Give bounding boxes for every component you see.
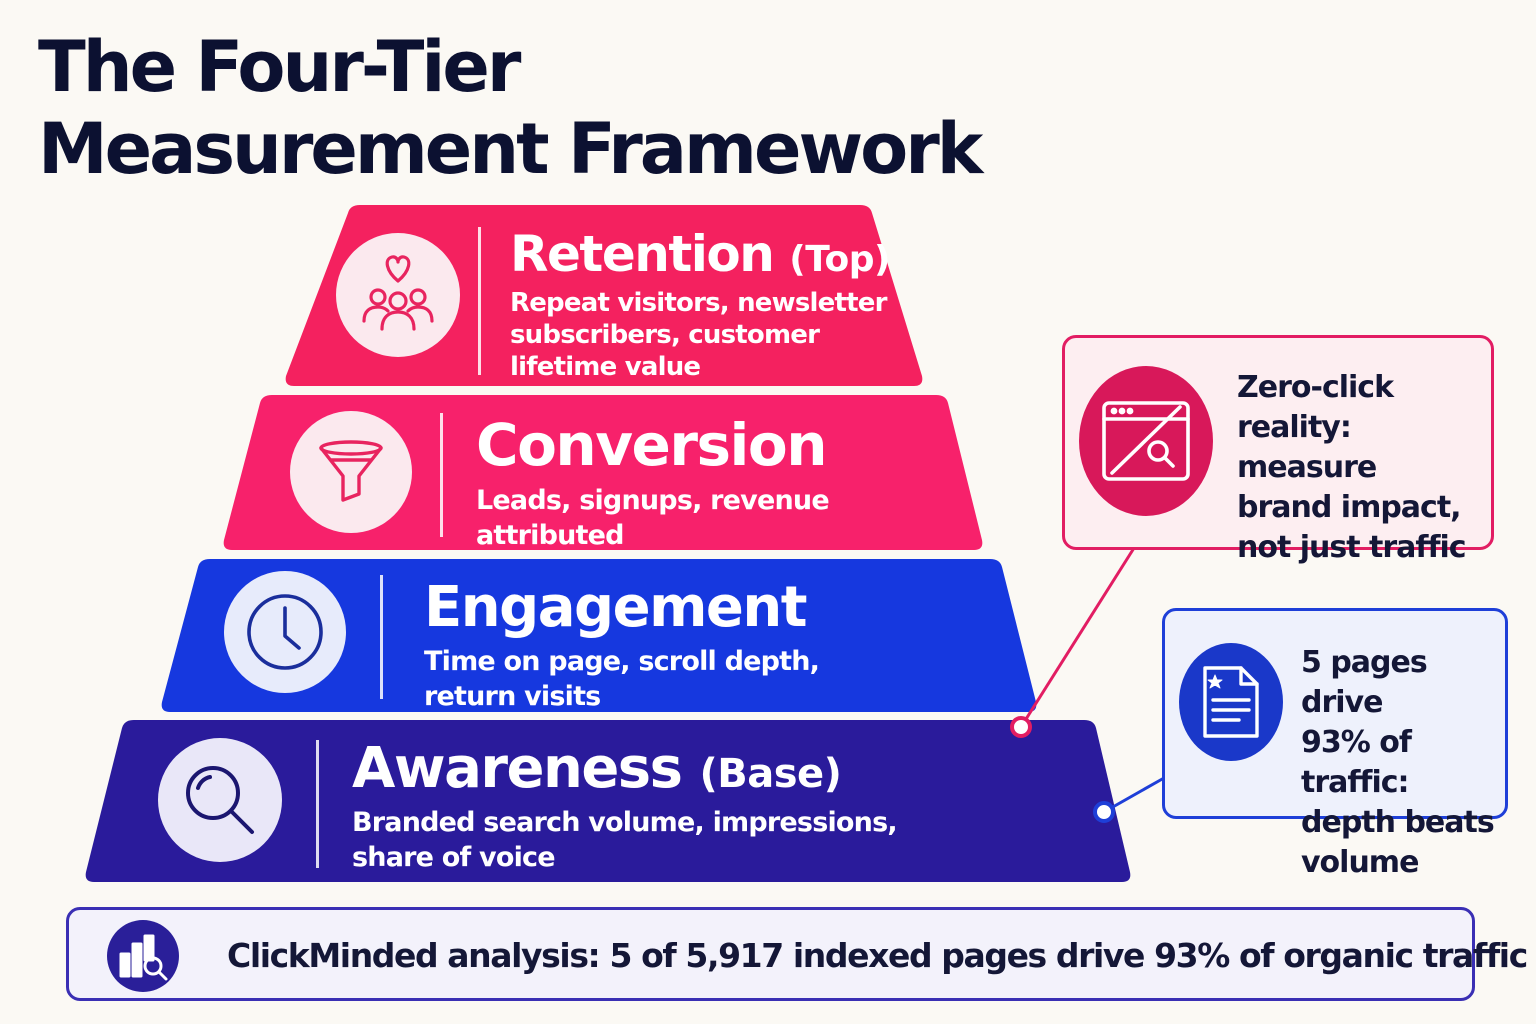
zero-click-line: brand impact, (1237, 490, 1462, 525)
tier-retention-name: Retention (510, 225, 775, 283)
tier-retention-text: Retention (Top) Repeat visitors, newslet… (510, 225, 890, 383)
depth-line: volume (1301, 845, 1419, 880)
tier-engagement-name: Engagement (424, 575, 808, 640)
browser-search-slash-icon (1102, 401, 1190, 481)
tier-conversion-text: Conversion Leads, signups, revenue attri… (476, 411, 830, 553)
tier-conversion-fill (223, 395, 983, 550)
tier-conversion-name: Conversion (476, 411, 828, 479)
tier-engagement-title: Engagement (424, 575, 819, 640)
tier-conversion: Conversion Leads, signups, revenue attri… (222, 395, 984, 553)
depth-icon-badge (1179, 643, 1283, 761)
tier-engagement-desc-line: Time on page, scroll depth, (424, 646, 820, 677)
tier-awareness-text: Awareness (Base) Branded search volume, … (352, 736, 898, 875)
people-heart-icon (362, 255, 434, 331)
tier-conversion-desc: Leads, signups, revenue attributed (476, 483, 830, 553)
tier-engagement-divider (380, 575, 383, 699)
zero-click-icon-badge (1079, 366, 1213, 516)
tier-conversion-desc-line: Leads, signups, revenue (476, 485, 830, 516)
tier-conversion-title: Conversion (476, 411, 829, 479)
tier-retention: Retention (Top) Repeat visitors, newslet… (284, 205, 924, 386)
banner-icon-badge (107, 920, 179, 992)
tier-awareness-desc-line: share of voice (352, 842, 556, 873)
tier-awareness-desc-line: Branded search volume, impressions, (352, 807, 898, 838)
tier-engagement-desc: Time on page, scroll depth, return visit… (424, 644, 820, 714)
tier-engagement-icon-badge (224, 571, 346, 693)
tier-awareness-fill (85, 720, 1131, 882)
clock-icon (247, 594, 323, 670)
title-line-1: The Four-Tier (38, 26, 521, 108)
zero-click-callout: Zero-click reality: measure brand impact… (1062, 335, 1494, 565)
zero-click-text: Zero-click reality: measure brand impact… (1237, 368, 1491, 568)
zero-click-line: reality: measure (1237, 410, 1377, 485)
tier-retention-desc-line: subscribers, customer (510, 320, 820, 350)
tier-retention-desc: Repeat visitors, newsletter subscribers,… (510, 287, 890, 383)
depth-line: 5 pages drive (1301, 645, 1428, 720)
tier-retention-fill (285, 205, 923, 386)
analysis-banner-text: ClickMinded analysis: 5 of 5,917 indexed… (227, 936, 1528, 975)
tier-awareness-suffix: (Base) (699, 751, 842, 797)
tier-retention-desc-line: lifetime value (510, 352, 701, 382)
zero-click-line: not just traffic (1237, 530, 1467, 565)
page-title: The Four-Tier Measurement Framework (38, 26, 983, 190)
title-line-2: Measurement Framework (38, 108, 983, 190)
tier-engagement: Engagement Time on page, scroll depth, r… (160, 559, 1038, 712)
document-icon (1203, 666, 1259, 738)
tier-awareness-name: Awareness (352, 736, 683, 801)
tier-awareness-shape (85, 720, 1131, 882)
tier-awareness-icon-badge (158, 738, 282, 862)
depth-text: 5 pages drive 93% of traffic: depth beat… (1301, 643, 1505, 883)
tier-retention-shape (285, 205, 923, 386)
funnel-icon (319, 440, 383, 502)
tier-awareness-desc: Branded search volume, impressions, shar… (352, 805, 898, 875)
magnifier-icon (186, 766, 254, 834)
tier-awareness-title: Awareness (Base) (352, 736, 897, 801)
tier-retention-icon-badge (336, 233, 460, 357)
bar-chart-search-icon (119, 934, 168, 981)
tier-retention-divider (478, 227, 481, 375)
tier-retention-title: Retention (Top) (510, 225, 890, 283)
tier-conversion-shape (223, 395, 983, 550)
tier-engagement-text: Engagement Time on page, scroll depth, r… (424, 575, 820, 714)
tier-conversion-desc-line: attributed (476, 520, 625, 551)
tier-awareness-divider (316, 740, 319, 868)
zero-click-line: Zero-click (1237, 370, 1394, 405)
depth-line: depth beats (1301, 805, 1495, 840)
tier-retention-suffix: (Top) (789, 239, 890, 280)
analysis-banner: ClickMinded analysis: 5 of 5,917 indexed… (66, 907, 1528, 1001)
tier-awareness: Awareness (Base) Branded search volume, … (84, 720, 1132, 882)
depth-line: 93% of traffic: (1301, 725, 1412, 800)
tier-conversion-divider (440, 413, 443, 537)
tier-engagement-desc-line: return visits (424, 681, 601, 712)
tier-conversion-icon-badge (290, 411, 412, 533)
tier-retention-desc-line: Repeat visitors, newsletter (510, 288, 887, 318)
depth-callout: 5 pages drive 93% of traffic: depth beat… (1162, 608, 1508, 880)
